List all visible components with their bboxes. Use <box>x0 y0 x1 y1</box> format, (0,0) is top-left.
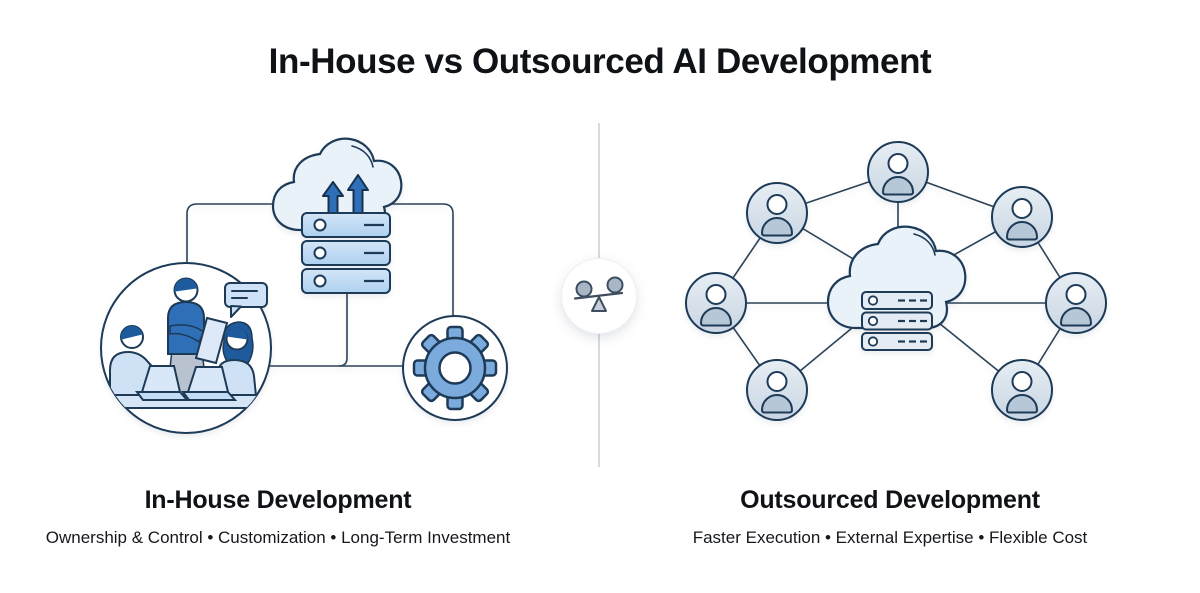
server-stack-icon <box>301 212 391 294</box>
cloud-server-icon <box>826 225 967 351</box>
page-title: In-House vs Outsourced AI Development <box>268 42 932 81</box>
laptop-icon <box>181 366 238 401</box>
inhouse-label-block: In-House Development Ownership & Control… <box>8 486 548 548</box>
outsourced-label-block: Outsourced Development Faster Execution … <box>620 486 1160 548</box>
person-node-icon <box>685 272 747 334</box>
cloud-accent-line <box>351 145 374 168</box>
cloud-accent-line <box>913 233 936 256</box>
inhouse-heading: In-House Development <box>144 486 412 514</box>
balance-badge <box>562 259 636 333</box>
outsourced-illustration <box>685 141 1107 421</box>
server-stack-icon <box>861 291 933 351</box>
cloud-upload-icon <box>271 137 403 232</box>
inhouse-features: Ownership & Control • Customization • Lo… <box>45 528 511 547</box>
person-node-icon <box>1045 272 1107 334</box>
inhouse-illustration <box>100 137 508 434</box>
laptop-icon <box>135 365 190 401</box>
connector-lines <box>186 203 454 367</box>
speech-bubble-icon <box>224 282 268 318</box>
outsourced-features: Faster Execution • External Expertise • … <box>692 528 1088 547</box>
tablet-icon <box>194 316 229 365</box>
person-node-icon <box>746 182 808 244</box>
person-node-icon <box>867 141 929 203</box>
person-node-icon <box>746 359 808 421</box>
gear-icon <box>402 315 508 421</box>
balance-scale-icon <box>573 276 624 312</box>
person-right <box>217 321 258 397</box>
outsourced-heading: Outsourced Development <box>740 486 1040 514</box>
person-node-icon <box>991 186 1053 248</box>
person-node-icon <box>991 359 1053 421</box>
